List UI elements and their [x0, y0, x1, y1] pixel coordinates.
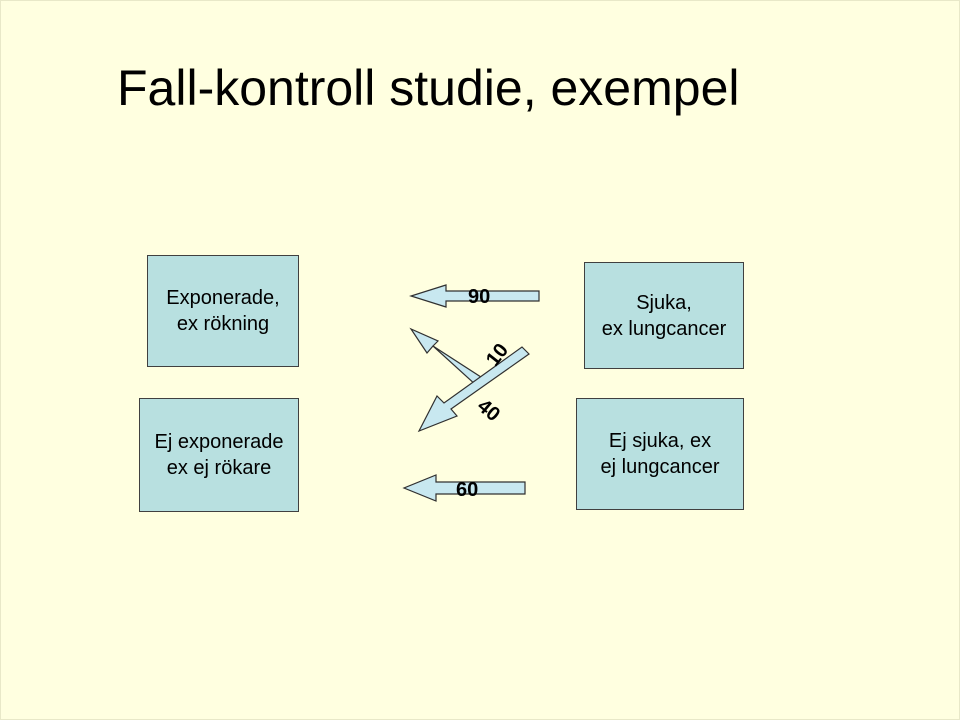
- unexposed-box: Ej exponerade ex ej rökare: [139, 398, 299, 512]
- sick-label-line2: ex lungcancer: [601, 317, 727, 340]
- arrow-notsick-to-exposed: [417, 346, 530, 433]
- arrow-notsick-to-unexposed: [402, 474, 526, 502]
- exposed-label-line1: Exponerade,: [166, 287, 280, 309]
- unexposed-label-line1: Ej exponerade: [154, 431, 284, 453]
- not-sick-box: Ej sjuka, ex ej lungcancer: [576, 398, 744, 510]
- not-sick-label-line2: ej lungcancer: [600, 456, 720, 478]
- slide-title: Fall-kontroll studie, exempel: [117, 60, 740, 116]
- sick-box: Sjuka, ex lungcancer: [584, 262, 744, 369]
- value-label-60: 60: [456, 479, 479, 501]
- arrow-sick-to-exposed: [408, 284, 540, 308]
- exposed-label-line2: ex rökning: [176, 313, 270, 335]
- arrow-sick-to-unexposed: [409, 327, 485, 387]
- value-label-90: 90: [468, 286, 491, 308]
- sick-label-line1: Sjuka,: [636, 291, 692, 314]
- unexposed-label-line2: ex ej rökare: [166, 457, 272, 479]
- not-sick-label-line1: Ej sjuka, ex: [608, 430, 712, 452]
- exposed-box: Exponerade, ex rökning: [147, 255, 299, 367]
